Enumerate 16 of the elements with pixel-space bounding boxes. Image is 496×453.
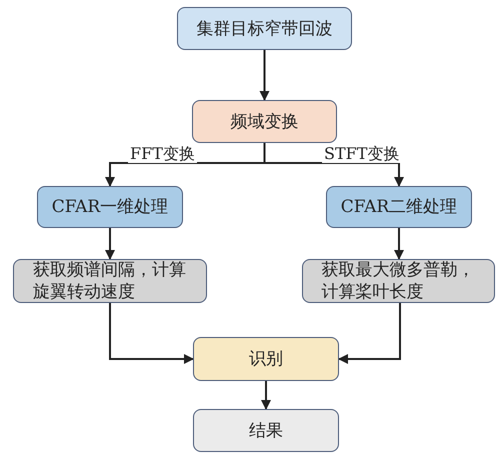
arrow [394,228,404,260]
arrow [260,50,270,101]
arrow [109,303,194,364]
edge-label: STFT变换 [322,145,402,163]
arrow [261,381,271,410]
arrow [338,303,401,364]
process-box: CFAR二维处理 [326,186,472,228]
result-box: 结果 [193,409,339,452]
process-box: CFAR一维处理 [37,186,183,228]
process-box: 集群目标窄带回波 [177,7,352,50]
process-box: 获取最大微多普勒，计算桨叶长度 [302,259,495,303]
process-box: 频域变换 [192,100,337,143]
process-box: 识别 [193,337,339,381]
edge-label: FFT变换 [128,145,197,163]
arrow [105,228,115,260]
process-box: 获取频谱间隔，计算旋翼转动速度 [13,259,207,303]
